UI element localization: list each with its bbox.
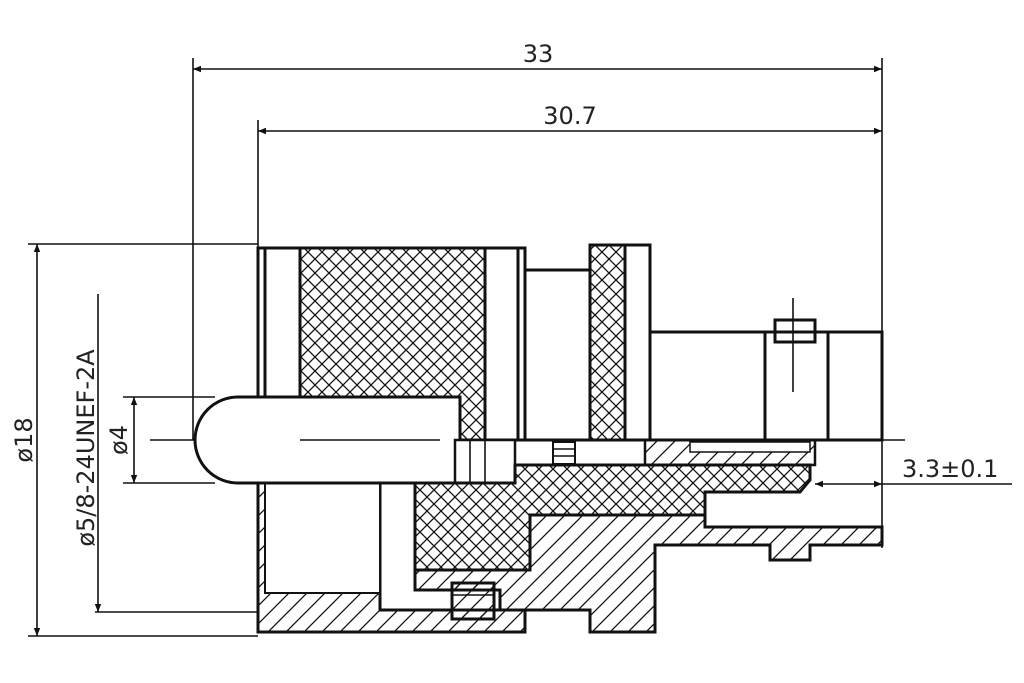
dim-o18-label: ø18 [10,417,38,462]
body-section [413,513,884,634]
dimension-body-length: 30.7 [257,102,882,248]
retaining-ring [450,581,496,621]
dimension-pin-recess: 3.3±0.1 [815,440,1012,548]
dim-30-7-label: 30.7 [543,102,596,130]
connector-body [523,243,884,442]
dim-o4-label: ø4 [105,425,133,455]
dim-thread-label: ø5/8-24UNEF-2A [72,349,100,547]
dim-3-3-label: 3.3±0.1 [902,455,998,483]
dimension-thread: ø5/8-24UNEF-2A [72,294,258,613]
dimension-outer-diameter: ø18 [10,243,258,637]
dimension-pin-diameter: ø4 [105,396,215,484]
contact-slot [689,441,811,453]
dim-33-label: 33 [523,40,554,68]
dimension-overall-length: 33 [192,40,883,440]
